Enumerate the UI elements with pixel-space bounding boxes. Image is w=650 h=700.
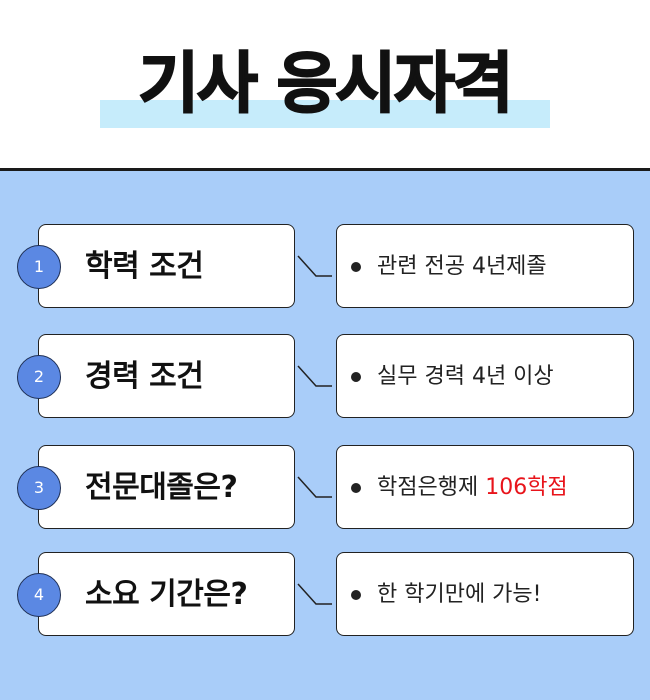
info-box: 실무 경력 4년 이상 (336, 334, 634, 418)
number-badge: 2 (17, 355, 61, 399)
info-main-text: 실무 경력 4년 이상 (377, 364, 554, 389)
info-text: 한 학기만에 가능! (377, 553, 542, 637)
bullet-icon (351, 262, 361, 272)
connector-arrow-icon (297, 255, 332, 277)
requirement-label: 학력 조건 (85, 249, 204, 284)
bullet-icon (351, 483, 361, 493)
header-divider (0, 168, 650, 171)
requirement-label: 경력 조건 (85, 359, 204, 394)
requirements-panel: 학력 조건 1 관련 전공 4년제졸 경력 조건 2 실무 경력 4년 이상 전… (0, 171, 650, 700)
label-box: 전문대졸은? (38, 445, 295, 529)
requirement-row-4: 소요 기간은? 4 한 학기만에 가능! (0, 552, 650, 638)
requirement-row-1: 학력 조건 1 관련 전공 4년제졸 (0, 224, 650, 310)
info-main-text: 한 학기만에 가능! (377, 582, 542, 607)
number-badge: 4 (17, 573, 61, 617)
requirement-label: 소요 기간은? (85, 577, 248, 612)
header: 기사 응시자격 (0, 0, 650, 170)
info-box: 한 학기만에 가능! (336, 552, 634, 636)
number-badge: 3 (17, 466, 61, 510)
info-highlight-text: 106학점 (485, 475, 568, 500)
title-highlight-bar (100, 100, 550, 128)
number-badge: 1 (17, 245, 61, 289)
requirement-label: 전문대졸은? (85, 470, 238, 505)
bullet-icon (351, 372, 361, 382)
connector-arrow-icon (297, 583, 332, 605)
connector-arrow-icon (297, 365, 332, 387)
bullet-icon (351, 590, 361, 600)
info-main-text: 학점은행제 (377, 475, 486, 500)
label-box: 경력 조건 (38, 334, 295, 418)
info-text: 관련 전공 4년제졸 (377, 225, 547, 309)
title-wrap: 기사 응시자격 (100, 38, 550, 130)
info-box: 학점은행제 106학점 (336, 445, 634, 529)
requirement-row-2: 경력 조건 2 실무 경력 4년 이상 (0, 334, 650, 420)
info-box: 관련 전공 4년제졸 (336, 224, 634, 308)
info-main-text: 관련 전공 4년제졸 (377, 254, 547, 279)
label-box: 학력 조건 (38, 224, 295, 308)
page-title: 기사 응시자격 (137, 44, 514, 123)
info-text: 학점은행제 106학점 (377, 446, 568, 530)
connector-arrow-icon (297, 476, 332, 498)
label-box: 소요 기간은? (38, 552, 295, 636)
requirement-row-3: 전문대졸은? 3 학점은행제 106학점 (0, 445, 650, 531)
info-text: 실무 경력 4년 이상 (377, 335, 554, 419)
